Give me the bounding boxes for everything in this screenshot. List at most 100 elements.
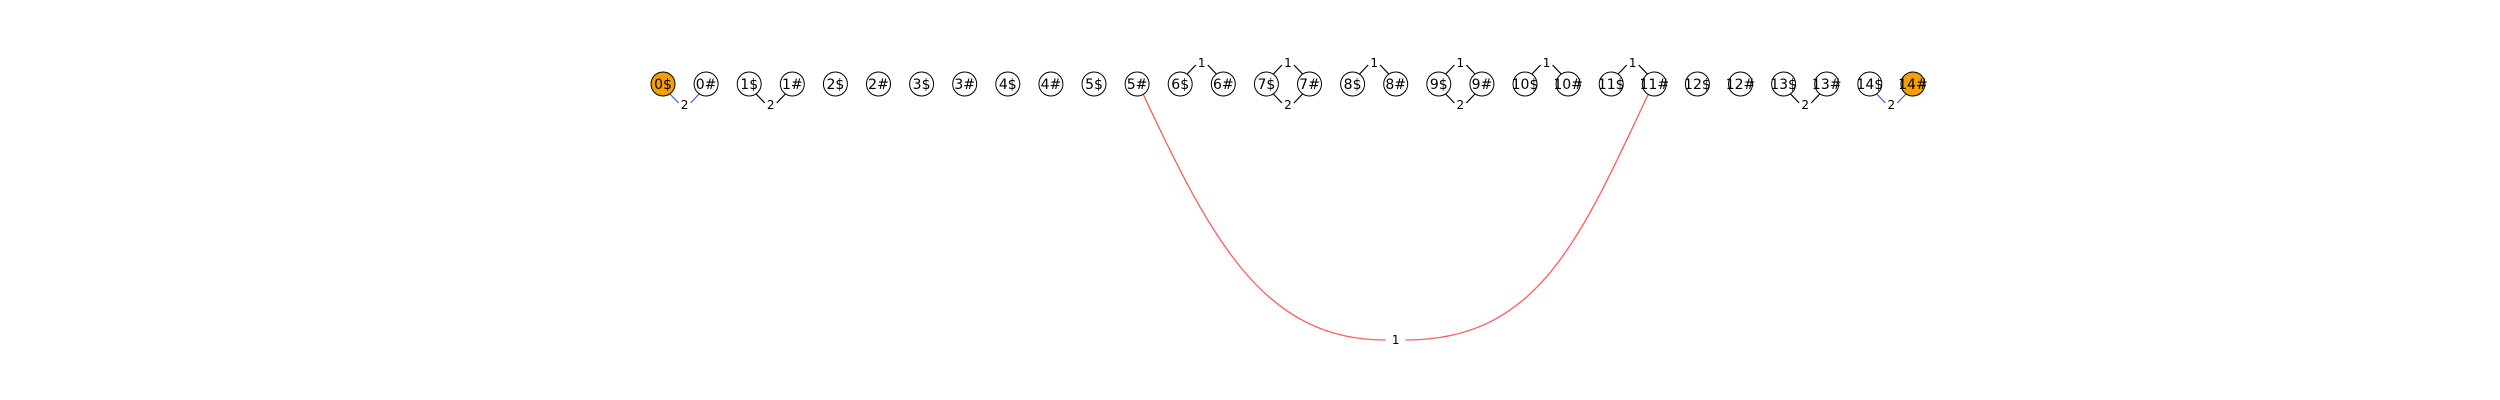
edge-segment bbox=[1293, 64, 1304, 76]
graph-node: 10# bbox=[1553, 71, 1583, 97]
node-circle bbox=[736, 71, 762, 97]
graph-node: 3$ bbox=[909, 71, 935, 97]
node-label: 4$ bbox=[999, 77, 1017, 93]
edge-segment bbox=[1616, 64, 1628, 76]
node-circle bbox=[1081, 71, 1107, 97]
edge-weight-label: 1 bbox=[1284, 56, 1292, 70]
node-label: 8# bbox=[1385, 77, 1406, 93]
edge-weight-label: 1 bbox=[1198, 56, 1206, 70]
node-label: 0$ bbox=[654, 77, 672, 93]
node-circle bbox=[1426, 71, 1452, 97]
node-label: 12$ bbox=[1684, 77, 1711, 93]
node-label: 6# bbox=[1213, 77, 1234, 93]
node-label: 14# bbox=[1898, 77, 1928, 93]
node-circle bbox=[1124, 71, 1150, 97]
node-label: 2$ bbox=[826, 77, 844, 93]
node-circle bbox=[909, 71, 935, 97]
graph-node: 9$ bbox=[1426, 71, 1452, 97]
node-circle bbox=[1253, 71, 1279, 97]
edge-weight-label: 1 bbox=[1457, 56, 1465, 70]
edge-segment bbox=[1358, 64, 1369, 76]
node-circle bbox=[1038, 71, 1064, 97]
node-circle bbox=[779, 71, 805, 97]
node-circle bbox=[693, 71, 719, 97]
edge-segment bbox=[1638, 64, 1649, 76]
graph-node: 14$ bbox=[1856, 71, 1883, 97]
node-circle bbox=[1684, 71, 1710, 97]
edge-weight-label: 2 bbox=[1801, 98, 1809, 112]
graph-node: 0$ bbox=[650, 71, 676, 97]
edge-weight-label: 1 bbox=[1370, 56, 1378, 70]
graph-node: 2$ bbox=[822, 71, 848, 97]
graph-node: 9# bbox=[1469, 71, 1495, 97]
node-circle bbox=[1340, 71, 1366, 97]
node-label: 13# bbox=[1812, 77, 1842, 93]
node-label: 9$ bbox=[1430, 77, 1448, 93]
edge-segment bbox=[1444, 92, 1455, 104]
graph-node: 14# bbox=[1898, 71, 1928, 97]
graph-node: 10$ bbox=[1512, 71, 1539, 97]
edge-segment bbox=[1379, 64, 1391, 76]
edge-segment bbox=[1444, 64, 1455, 76]
node-circle bbox=[1210, 71, 1236, 97]
graph-node: 4# bbox=[1038, 71, 1064, 97]
edge-segment bbox=[1875, 92, 1886, 104]
graph-node: 5$ bbox=[1081, 71, 1107, 97]
edge-segment bbox=[1465, 64, 1477, 76]
graph-node: 5# bbox=[1124, 71, 1150, 97]
node-circle bbox=[1512, 71, 1538, 97]
graph-node: 13# bbox=[1812, 71, 1842, 97]
edge-segment bbox=[1271, 92, 1283, 104]
graph-node: 12$ bbox=[1684, 71, 1711, 97]
highlighted-node-circle bbox=[1900, 71, 1926, 97]
node-label: 8$ bbox=[1344, 77, 1362, 93]
edge-segment bbox=[1271, 64, 1283, 76]
edge-weight-label: 2 bbox=[1457, 98, 1465, 112]
node-label: 4# bbox=[1041, 77, 1062, 93]
node-label: 7$ bbox=[1257, 77, 1275, 93]
node-label: 9# bbox=[1472, 77, 1493, 93]
node-label: 5$ bbox=[1085, 77, 1103, 93]
node-label: 10# bbox=[1553, 77, 1583, 93]
node-label: 6$ bbox=[1171, 77, 1189, 93]
node-circle bbox=[1641, 71, 1667, 97]
edge-segment bbox=[1185, 64, 1197, 76]
graph-node: 11# bbox=[1640, 71, 1669, 97]
node-circle bbox=[1555, 71, 1581, 97]
node-label: 3# bbox=[954, 77, 975, 93]
node-circle bbox=[952, 71, 978, 97]
edge-segment bbox=[690, 92, 701, 104]
highlighted-node-circle bbox=[650, 71, 676, 97]
graph-node: 0# bbox=[693, 71, 719, 97]
graph-node: 13$ bbox=[1770, 71, 1797, 97]
node-label: 1$ bbox=[740, 77, 758, 93]
node-label: 1# bbox=[782, 77, 803, 93]
graph-node: 1# bbox=[779, 71, 805, 97]
graph-node: 3# bbox=[952, 71, 978, 97]
nodes-layer: 0$0#1$1#2$2#3$3#4$4#5$5#6$6#7$7#8$8#9$9#… bbox=[650, 71, 1928, 97]
node-label: 0# bbox=[696, 77, 717, 93]
graph-node: 8# bbox=[1383, 71, 1409, 97]
edge-segment bbox=[668, 92, 679, 104]
edge-segment bbox=[776, 92, 787, 104]
edge-segment bbox=[1810, 92, 1822, 104]
node-circle bbox=[995, 71, 1021, 97]
node-label: 12# bbox=[1726, 77, 1756, 93]
edge-weight-label: 2 bbox=[767, 98, 775, 112]
edge-weight-label: 1 bbox=[1629, 56, 1637, 70]
graph-node: 8$ bbox=[1340, 71, 1366, 97]
node-label: 14$ bbox=[1856, 77, 1883, 93]
graph-node: 12# bbox=[1726, 71, 1756, 97]
graph-node: 11$ bbox=[1598, 71, 1625, 97]
graph-node: 6# bbox=[1210, 71, 1236, 97]
edge-segment bbox=[1552, 64, 1563, 76]
node-label: 2# bbox=[868, 77, 889, 93]
edge-weight-label: 2 bbox=[1888, 98, 1896, 112]
edge-segment bbox=[1293, 92, 1304, 104]
node-circle bbox=[1857, 71, 1883, 97]
node-label: 10$ bbox=[1512, 77, 1539, 93]
edge-segment bbox=[1896, 92, 1908, 104]
edge-weight-label: 1 bbox=[1392, 333, 1400, 347]
